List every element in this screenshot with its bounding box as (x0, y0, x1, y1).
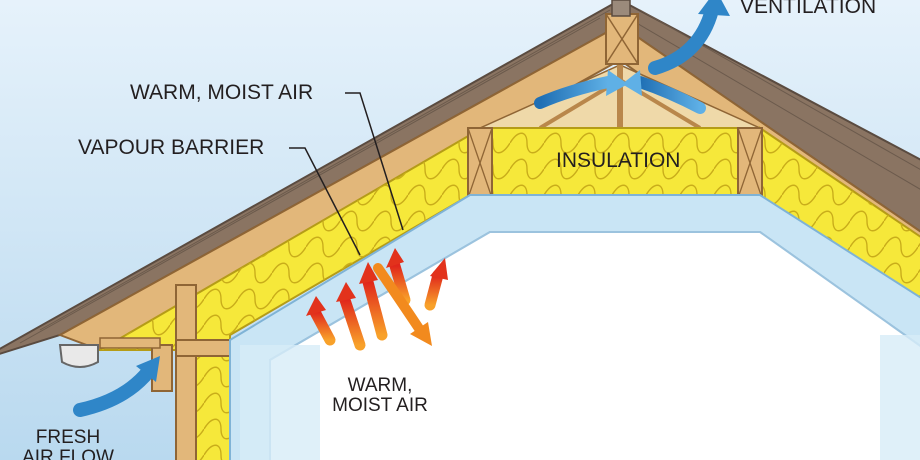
wall-stud (175, 284, 197, 460)
fascia (99, 337, 161, 349)
leader-vapour-barrier (289, 147, 361, 256)
leader-warm-moist-air (345, 92, 404, 231)
ventilation-label: VENTILATION (740, 0, 877, 18)
ventilation-arrow (648, 3, 719, 75)
interior-warm-moist-air-line-2: MOIST AIR (332, 394, 428, 416)
fresh-air-flow-line-1: FRESH (35, 427, 101, 448)
vapour-barrier-label: VAPOUR BARRIER (78, 136, 265, 159)
top-plate (175, 339, 239, 357)
fresh-air-flow-line-2: AIR FLOW (22, 446, 114, 460)
interior-warm-moist-air-line-1: WARM, (347, 375, 413, 396)
fresh-air-arrow (73, 365, 155, 417)
attic-airflow-left-arrow (534, 76, 614, 109)
warm-moist-air-label: WARM, MOIST AIR (130, 81, 314, 104)
interior-warm-moist-air-label: WARM, MOIST AIR (320, 376, 440, 416)
ridge-cap (611, 0, 631, 17)
warm-air-arrows (306, 248, 448, 351)
gutter (58, 344, 99, 368)
fresh-air-flow-label: FRESH AIR FLOW (8, 428, 128, 460)
insulation-label: INSULATION (556, 149, 681, 172)
attic-airflow-right-arrow (634, 76, 706, 114)
